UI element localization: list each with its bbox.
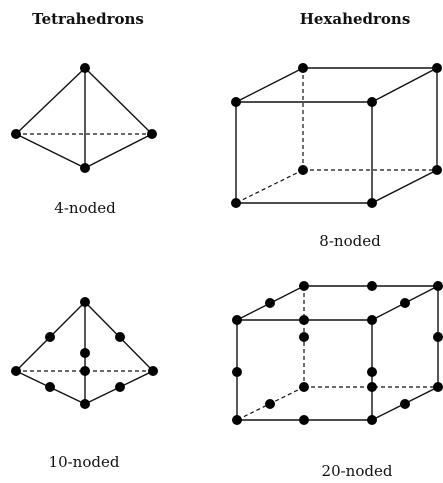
node (299, 281, 309, 291)
node (45, 382, 55, 392)
tetrahedron-10-noded (11, 297, 158, 409)
node (433, 281, 443, 291)
node (231, 198, 241, 208)
node (11, 129, 21, 139)
node (432, 63, 442, 73)
tetrahedrons-title: Tetrahedrons (32, 10, 144, 28)
edge (84, 67, 153, 135)
node (367, 382, 377, 392)
edge (371, 169, 438, 204)
node (80, 366, 90, 376)
hexahedrons-title: Hexahedrons (300, 10, 411, 28)
node (80, 163, 90, 173)
node (265, 399, 275, 409)
caption-10-noded: 10-noded (49, 453, 120, 471)
edge (15, 67, 86, 135)
node (367, 97, 377, 107)
node (231, 97, 241, 107)
node (80, 399, 90, 409)
node (367, 198, 377, 208)
node (400, 399, 410, 409)
node (400, 298, 410, 308)
node (367, 281, 377, 291)
node (265, 298, 275, 308)
caption-20-noded: 20-noded (322, 462, 393, 480)
edge (235, 67, 304, 103)
tetrahedron-4-noded (11, 63, 157, 173)
node (115, 332, 125, 342)
node (232, 315, 242, 325)
node (432, 165, 442, 175)
node (299, 415, 309, 425)
node (298, 165, 308, 175)
edge (371, 67, 438, 103)
hexahedron-8-noded (231, 63, 442, 208)
node (45, 332, 55, 342)
node (298, 63, 308, 73)
caption-4-noded: 4-noded (54, 199, 116, 217)
hexahedron-20-noded (232, 281, 443, 425)
caption-8-noded: 8-noded (319, 232, 381, 250)
edge (15, 133, 86, 169)
node (367, 415, 377, 425)
edge (84, 133, 153, 169)
node (367, 367, 377, 377)
node (148, 366, 158, 376)
node (11, 366, 21, 376)
node (299, 315, 309, 325)
node (299, 332, 309, 342)
node (299, 382, 309, 392)
node (232, 367, 242, 377)
node (80, 63, 90, 73)
hidden-edge (235, 169, 304, 204)
node (80, 348, 90, 358)
node (147, 129, 157, 139)
node (367, 315, 377, 325)
node (433, 382, 443, 392)
node (115, 382, 125, 392)
node (80, 297, 90, 307)
node (232, 415, 242, 425)
node (433, 332, 443, 342)
